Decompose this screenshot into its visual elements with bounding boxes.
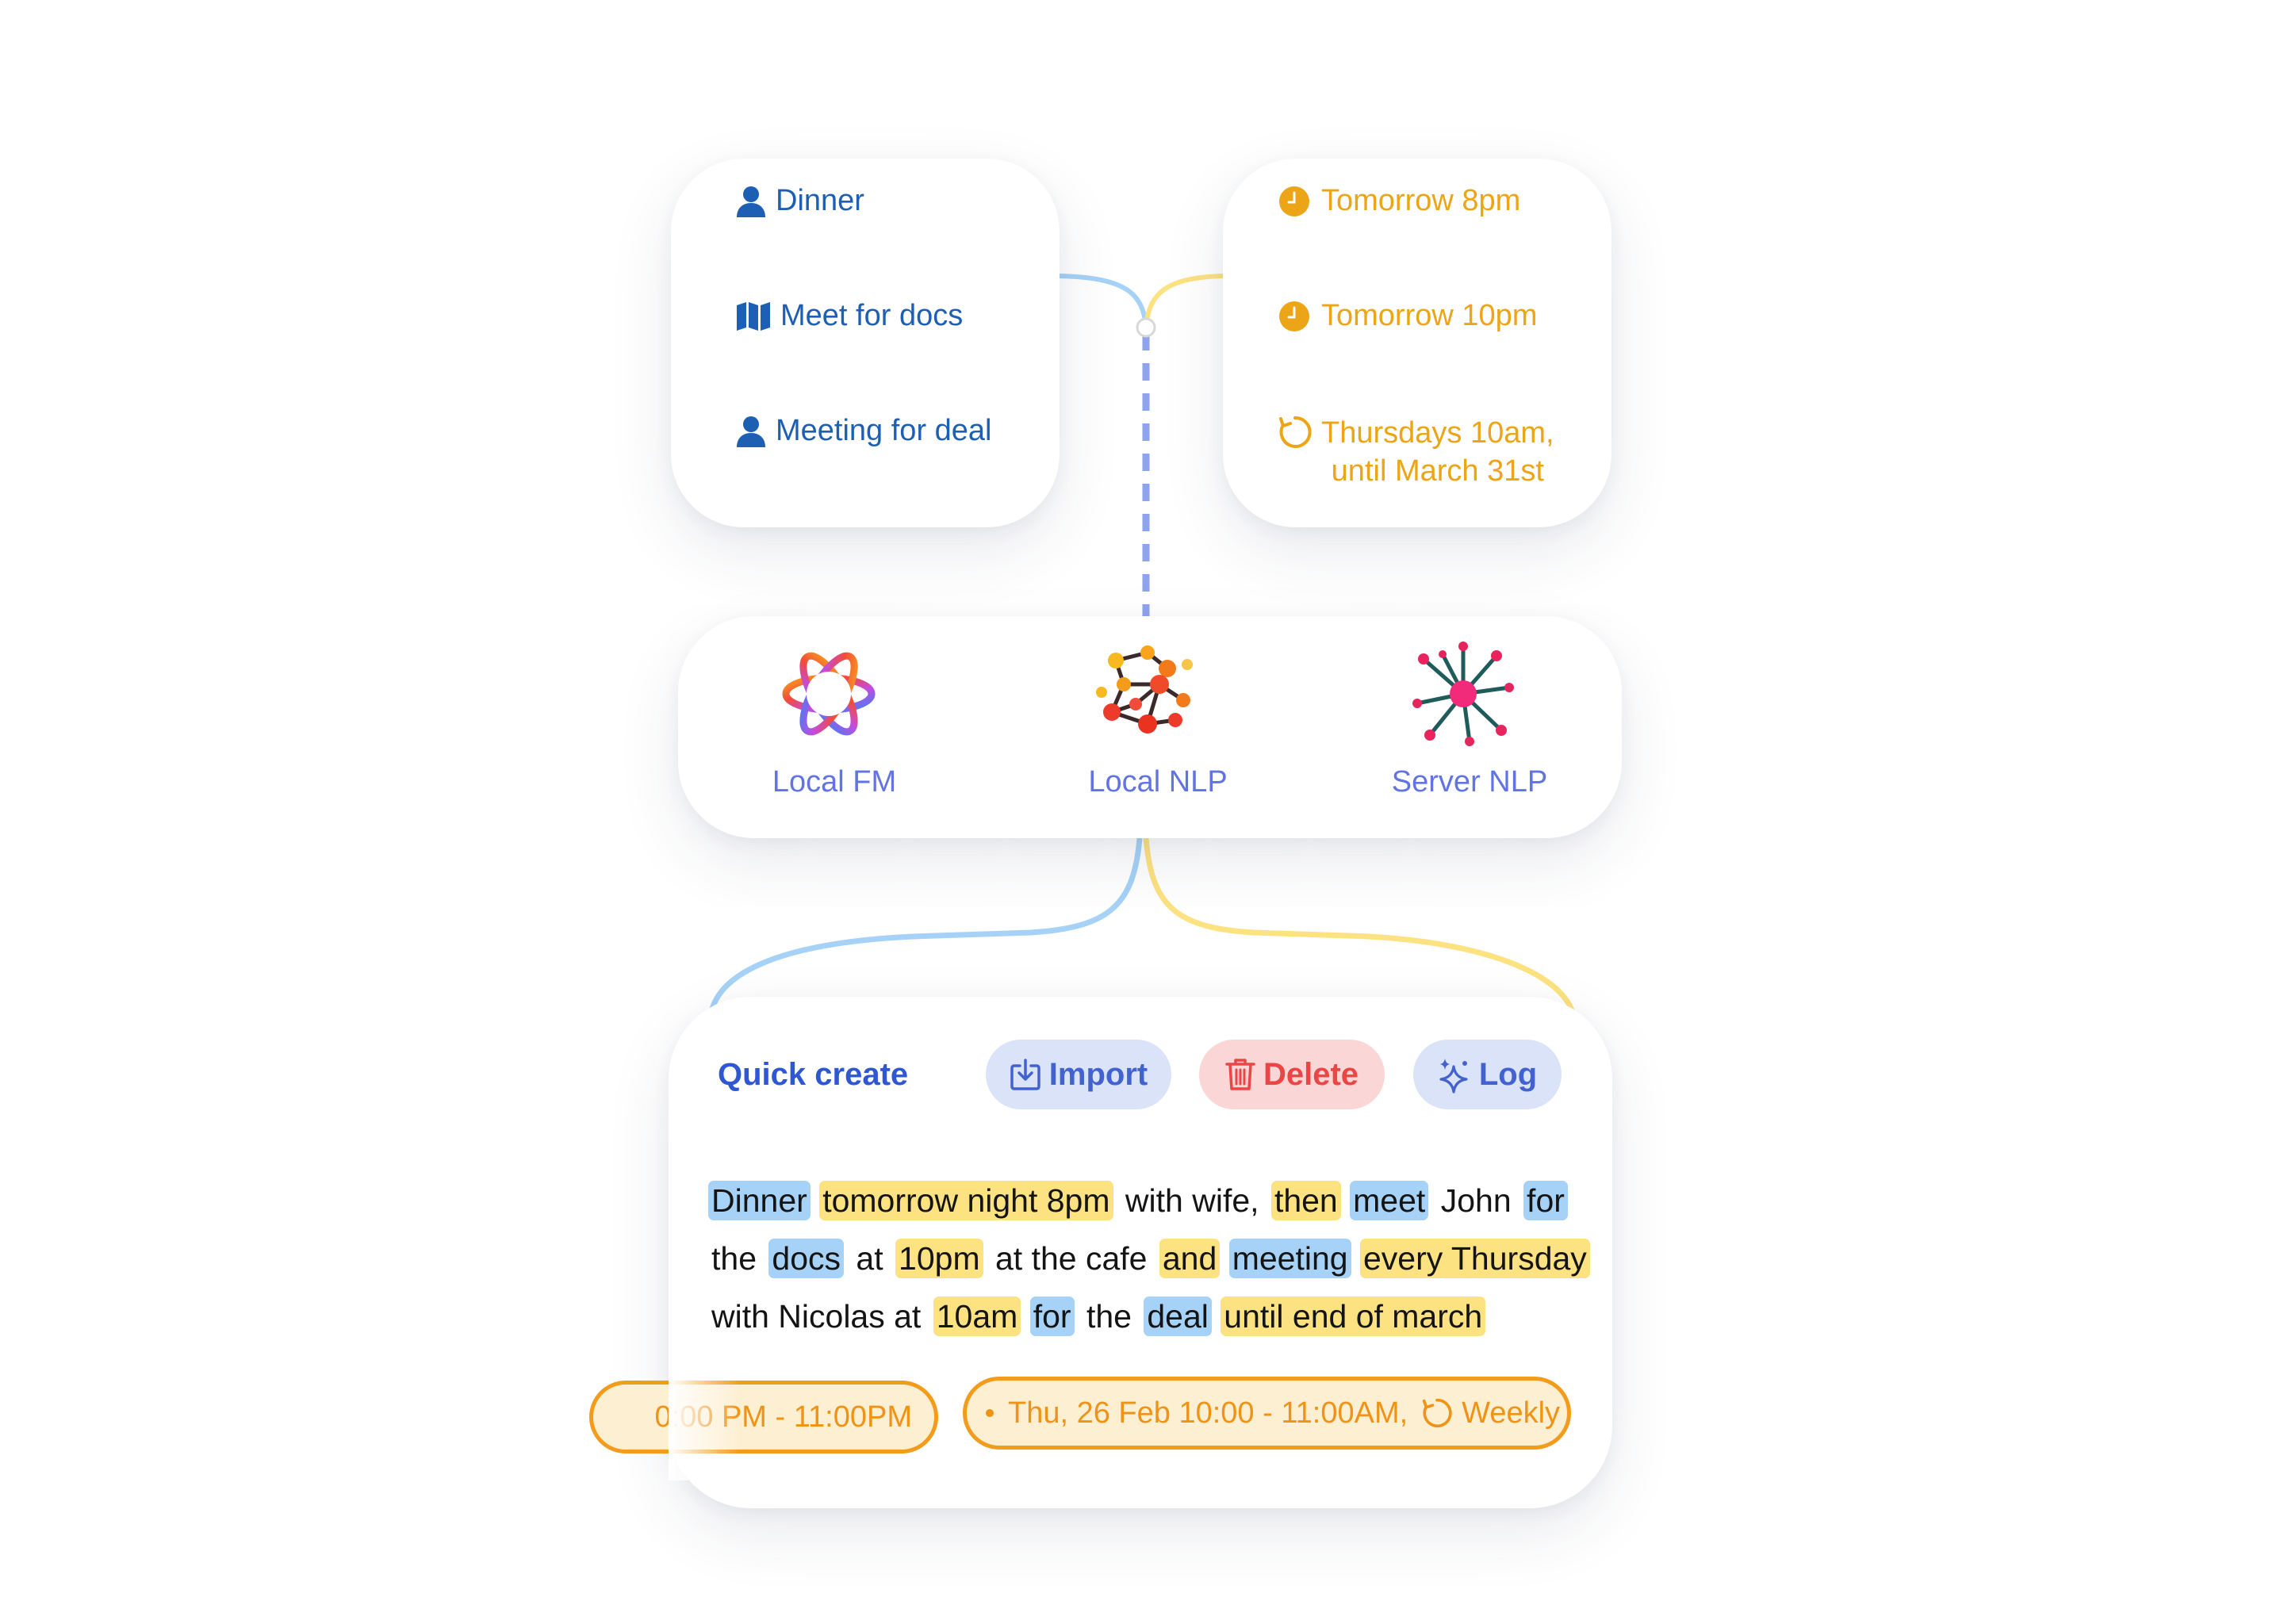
- engine-label: Local NLP: [1088, 765, 1228, 799]
- time-item-tomorrow-8pm[interactable]: Tomorrow 8pm: [1278, 184, 1520, 218]
- plain-token: the: [1086, 1298, 1132, 1335]
- fade-overlay: [669, 1362, 740, 1480]
- entity-item-dinner[interactable]: Dinner: [736, 184, 864, 218]
- time-token: then: [1270, 1181, 1341, 1220]
- trash-icon: [1225, 1059, 1255, 1090]
- time-item-thursdays[interactable]: Thursdays 10am, until March 31st: [1278, 414, 1554, 490]
- event-time-label: Thu, 26 Feb 10:00 - 11:00AM,: [1008, 1396, 1408, 1430]
- person-icon: [737, 416, 765, 447]
- time-connector: [1144, 274, 1224, 326]
- plain-token: the: [711, 1240, 757, 1277]
- import-icon: [1010, 1059, 1040, 1090]
- entity-token: deal: [1144, 1297, 1212, 1336]
- entity-token: for: [1029, 1297, 1075, 1336]
- clock-icon: [1279, 186, 1309, 216]
- time-label: Tomorrow 10pm: [1321, 299, 1538, 332]
- plain-token: at the cafe: [995, 1240, 1148, 1277]
- map-icon: [737, 301, 770, 331]
- time-token: 10pm: [895, 1239, 983, 1278]
- entity-token: Dinner: [708, 1181, 811, 1220]
- clock-icon: [1279, 301, 1309, 331]
- entity-label: Dinner: [776, 184, 864, 217]
- entity-label: Meeting for deal: [776, 414, 992, 447]
- time-token: 10am: [933, 1297, 1021, 1336]
- delete-button[interactable]: Delete: [1199, 1040, 1385, 1109]
- quick-create-title: Quick create: [718, 1057, 909, 1092]
- repeat-icon: [1279, 416, 1312, 448]
- entity-token: docs: [768, 1239, 845, 1278]
- event-pill[interactable]: Thu, 26 Feb 10:00 - 11:00AM, Weekly: [963, 1377, 1571, 1450]
- plain-token: with Nicolas at: [711, 1298, 922, 1335]
- entity-token: meeting: [1228, 1239, 1351, 1278]
- entity-label: Meet for docs: [780, 299, 964, 332]
- engines-card: Local FM: [678, 616, 1622, 838]
- connector-node: [1136, 317, 1156, 338]
- entity-item-meeting-for-deal[interactable]: Meeting for deal: [736, 414, 992, 448]
- quick-create-text[interactable]: Dinner tomorrow night 8pm with wife, the…: [708, 1172, 1596, 1346]
- log-label: Log: [1478, 1056, 1538, 1092]
- plain-token: John: [1440, 1182, 1512, 1219]
- event-dot-icon: [986, 1409, 994, 1417]
- quick-create-card: Quick create Import Delete Log Dinner to…: [589, 997, 1612, 1508]
- blue-flow-connector: [707, 837, 1143, 1028]
- times-card: Tomorrow 8pm Tomorrow 10pm Thursdays 10a…: [1223, 159, 1611, 527]
- time-token: tomorrow night 8pm: [819, 1181, 1113, 1220]
- sparkle-icon: [1439, 1059, 1468, 1094]
- delete-label: Delete: [1263, 1056, 1359, 1092]
- hub-spoke-icon: [1412, 642, 1514, 746]
- time-item-tomorrow-10pm[interactable]: Tomorrow 10pm: [1278, 299, 1537, 333]
- person-icon: [737, 186, 765, 217]
- yellow-flow-connector: [1143, 837, 1577, 1028]
- entity-token: meet: [1350, 1181, 1429, 1220]
- apple-intelligence-icon: [782, 652, 876, 736]
- time-token: until end of march: [1221, 1297, 1486, 1336]
- entities-card: Dinner Meet for docs Meeting for deal: [671, 159, 1060, 527]
- log-button[interactable]: Log: [1413, 1040, 1562, 1109]
- network-graph-icon: [1096, 645, 1193, 733]
- time-token: and: [1159, 1239, 1221, 1278]
- entity-item-meet-for-docs[interactable]: Meet for docs: [736, 299, 963, 333]
- time-label-line2: until March 31st: [1331, 454, 1544, 488]
- time-token: every Thursday: [1359, 1239, 1590, 1278]
- plain-token: with wife,: [1125, 1182, 1259, 1219]
- engine-label: Server NLP: [1391, 765, 1548, 799]
- event-pill[interactable]: 0:00 PM - 11:00PM: [589, 1381, 938, 1454]
- repeat-icon: [1423, 1398, 1452, 1428]
- plain-token: at: [856, 1240, 883, 1277]
- time-label: Tomorrow 8pm: [1321, 184, 1521, 217]
- import-label: Import: [1048, 1056, 1148, 1092]
- time-label-line1: Thursdays 10am,: [1321, 416, 1554, 450]
- entity-connector: [1059, 274, 1148, 326]
- entity-token: for: [1523, 1181, 1568, 1220]
- event-repeat-label: Weekly: [1462, 1396, 1561, 1430]
- engine-label: Local FM: [772, 765, 897, 799]
- import-button[interactable]: Import: [986, 1040, 1171, 1109]
